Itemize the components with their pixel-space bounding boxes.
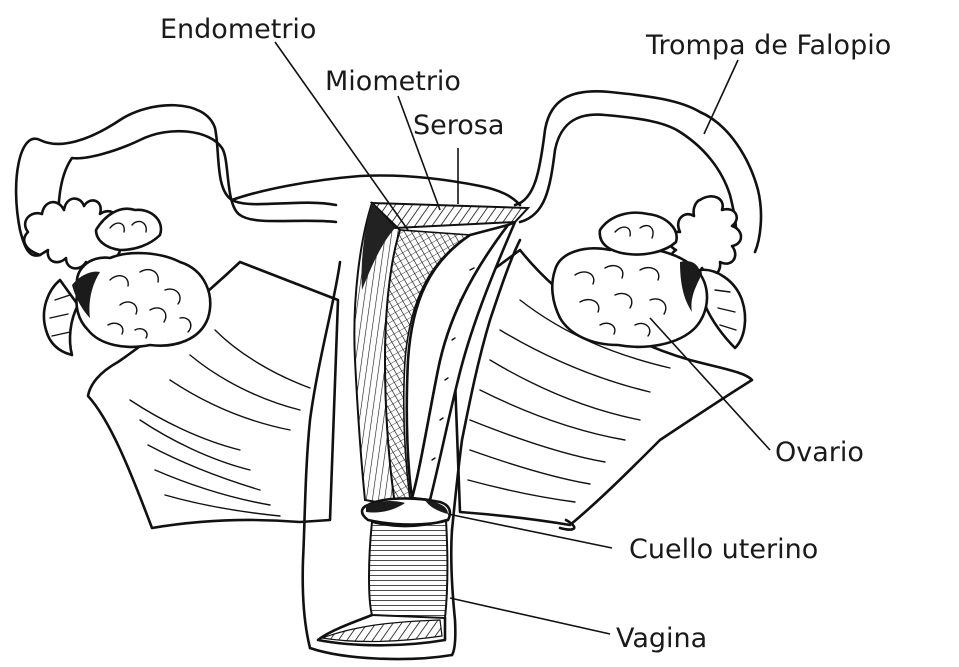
leader-trompa [704, 60, 738, 134]
vagina [318, 520, 447, 645]
cervix [362, 498, 450, 524]
label-trompa-de-falopio: Trompa de Falopio [645, 30, 891, 61]
label-vagina: Vagina [616, 623, 707, 654]
label-cuello-uterino: Cuello uterino [629, 534, 818, 565]
leader-vagina [450, 598, 610, 634]
label-miometrio: Miometrio [325, 66, 461, 97]
label-ovario: Ovario [775, 437, 864, 468]
label-endometrio: Endometrio [160, 14, 316, 45]
label-serosa: Serosa [413, 110, 504, 141]
